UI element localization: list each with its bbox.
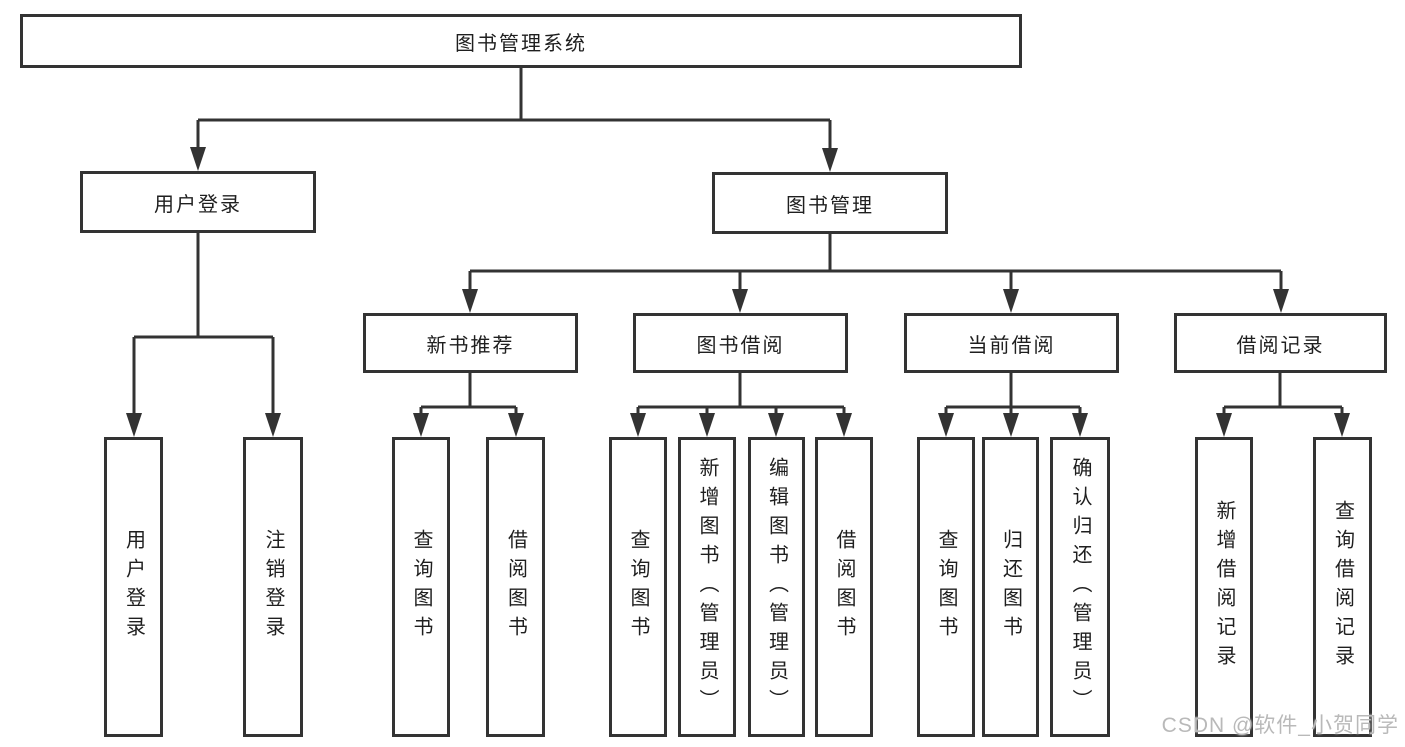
leaf-label: 查询借阅记录 [1331, 500, 1354, 674]
leaf-label: 新增图书（管理员） [696, 456, 718, 718]
leaf-label: 查询图书 [935, 529, 957, 645]
leaf-query-books-borrow: 查询图书 [609, 437, 667, 737]
node-label: 图书借阅 [696, 334, 785, 357]
leaf-label: 用户登录 [122, 529, 145, 645]
leaf-return-books: 归还图书 [982, 437, 1039, 737]
leaf-label: 确认归还（管理员） [1069, 456, 1091, 718]
node-book-management: 图书管理 [712, 172, 948, 234]
arrowheads [126, 147, 1350, 437]
node-label: 图书管理 [786, 194, 874, 217]
csdn-watermark: CSDN @软件_小贺同学 [1161, 714, 1399, 737]
leaf-logout: 注销登录 [243, 437, 303, 737]
leaf-borrow-books: 借阅图书 [815, 437, 873, 737]
leaf-label: 归还图书 [999, 529, 1022, 645]
leaf-label: 查询图书 [627, 529, 649, 645]
leaf-user-login: 用户登录 [104, 437, 163, 737]
node-book-borrow: 图书借阅 [633, 313, 848, 373]
node-current-borrow: 当前借阅 [904, 313, 1119, 373]
leaf-label: 借阅图书 [504, 529, 527, 645]
leaf-add-books-admin: 新增图书（管理员） [678, 437, 736, 737]
leaf-query-books-recommend: 查询图书 [392, 437, 450, 737]
node-new-book-recommend: 新书推荐 [363, 313, 578, 373]
node-user-login: 用户登录 [80, 171, 316, 233]
leaf-label: 注销登录 [262, 529, 284, 645]
leaf-query-books-current: 查询图书 [917, 437, 975, 737]
node-label: 当前借阅 [967, 334, 1056, 357]
node-label: 图书管理系统 [455, 32, 587, 55]
node-label: 用户登录 [154, 193, 242, 216]
leaf-edit-books-admin: 编辑图书（管理员） [748, 437, 805, 737]
node-label: 新书推荐 [426, 334, 515, 357]
leaf-label: 编辑图书（管理员） [765, 456, 788, 718]
leaf-query-borrow-record: 查询借阅记录 [1313, 437, 1372, 737]
node-root-system: 图书管理系统 [20, 14, 1022, 68]
leaf-confirm-return-admin: 确认归还（管理员） [1050, 437, 1110, 737]
node-label: 借阅记录 [1236, 334, 1325, 357]
node-borrow-records: 借阅记录 [1174, 313, 1387, 373]
leaf-label: 查询图书 [410, 529, 432, 645]
leaf-label: 借阅图书 [833, 529, 855, 645]
leaf-borrow-books-recommend: 借阅图书 [486, 437, 545, 737]
leaf-label: 新增借阅记录 [1213, 500, 1235, 674]
leaf-add-borrow-record: 新增借阅记录 [1195, 437, 1253, 737]
